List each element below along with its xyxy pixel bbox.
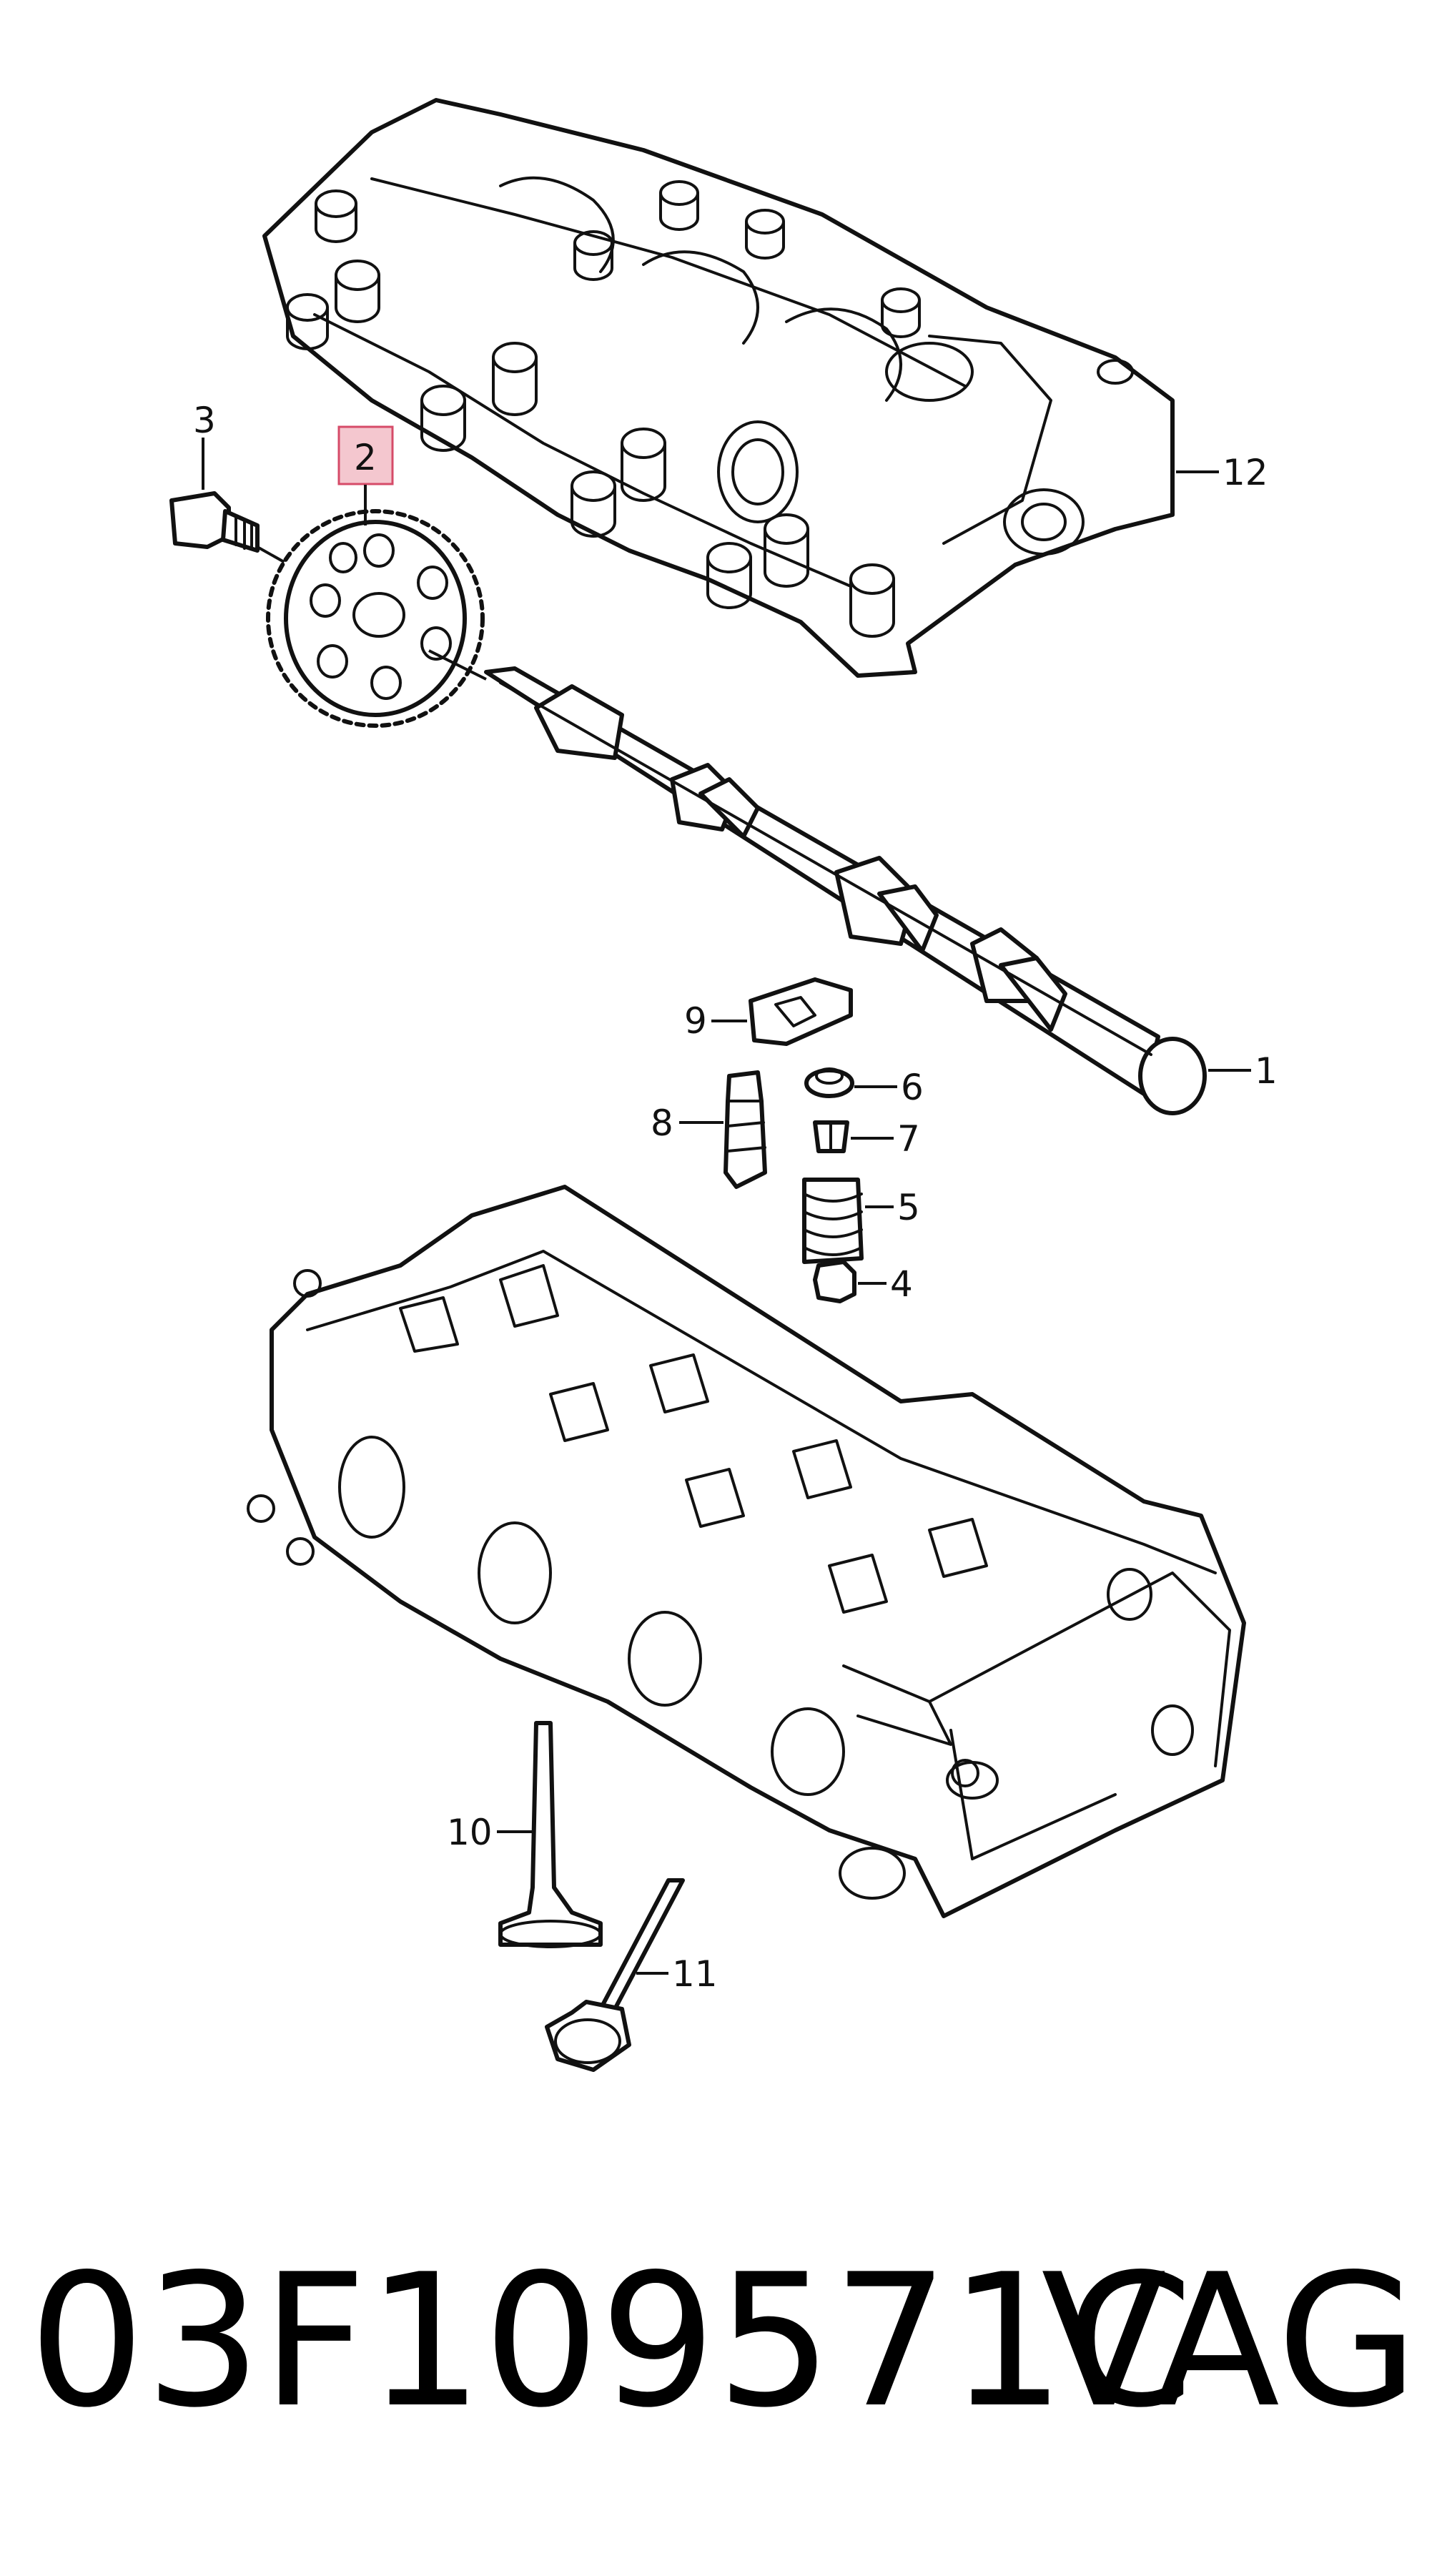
valve-cotter bbox=[813, 1120, 849, 1153]
callout-3: 3 bbox=[193, 400, 216, 441]
callout-2-highlight bbox=[337, 425, 394, 485]
callout-1: 1 bbox=[1255, 1050, 1278, 1092]
valve-stem-seal bbox=[804, 1067, 854, 1098]
roller-rocker bbox=[749, 977, 853, 1046]
part-number: 03F109571C bbox=[29, 2235, 1193, 2448]
valve-spring bbox=[802, 1178, 864, 1264]
intake-valve bbox=[498, 1721, 603, 1948]
callout-11: 11 bbox=[672, 1953, 718, 1995]
callout-6: 6 bbox=[901, 1067, 924, 1108]
camshaft-housing bbox=[262, 98, 1175, 678]
callout-7: 7 bbox=[897, 1118, 920, 1160]
callout-5: 5 bbox=[897, 1187, 920, 1228]
exhaust-valve bbox=[545, 1878, 685, 2072]
cylinder-head bbox=[247, 1185, 1246, 1918]
hydraulic-lifter bbox=[724, 1070, 767, 1189]
callout-10: 10 bbox=[447, 1812, 493, 1853]
callout-2: 2 bbox=[354, 437, 377, 478]
callout-4: 4 bbox=[890, 1263, 913, 1305]
callout-9: 9 bbox=[684, 1000, 707, 1042]
bolt bbox=[169, 491, 260, 553]
brand-name: VAG bbox=[1041, 2235, 1418, 2448]
camshaft-sprocket bbox=[266, 509, 485, 728]
callout-8: 8 bbox=[651, 1102, 673, 1144]
camshaft bbox=[484, 666, 1207, 1115]
valve-spring-seat bbox=[813, 1260, 856, 1303]
callout-12: 12 bbox=[1223, 452, 1268, 493]
